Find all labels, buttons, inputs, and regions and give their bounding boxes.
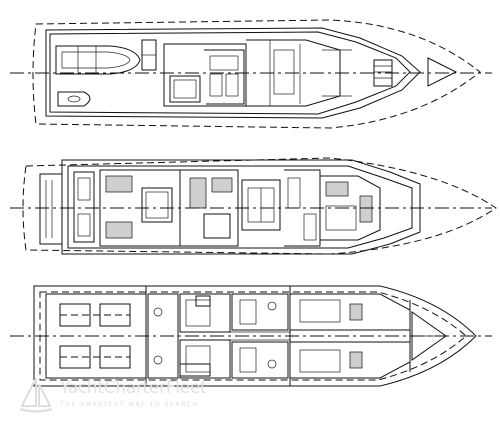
upper-deck-plan <box>10 19 492 129</box>
watermark-brand: YachtCharterFleet <box>60 378 207 398</box>
watermark-tagline: THE SMARTEST WAY TO SEARCH <box>60 401 199 408</box>
main-deck-plan <box>10 157 497 255</box>
lower-deck-plan <box>10 285 492 387</box>
watermark: YachtCharterFleet THE SMARTEST WAY TO SE… <box>16 376 226 416</box>
yacht-logo-icon <box>19 377 53 413</box>
